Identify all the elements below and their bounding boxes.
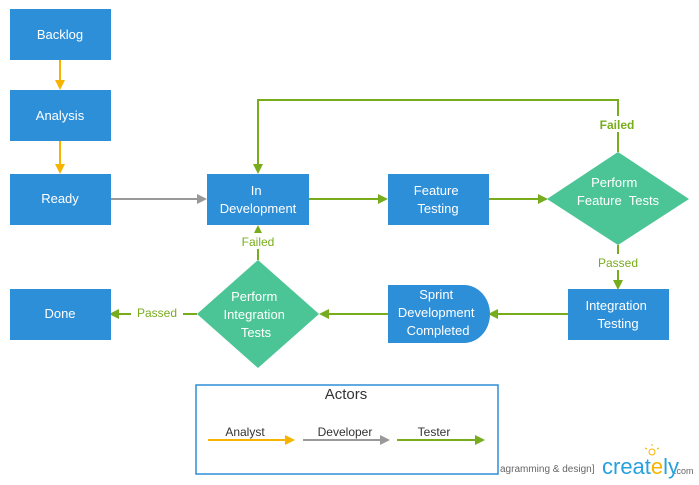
legend-title: Actors [325, 386, 368, 403]
node-feature-testing-label: Feature Testing [414, 183, 462, 216]
node-perform-feature-tests-line-1: Perform [591, 175, 637, 190]
node-in-development-label: In Development [220, 183, 297, 216]
node-sprint-development-completed: Sprint Development Completed [388, 285, 490, 343]
legend-analyst-label: Analyst [225, 425, 265, 439]
watermark-brand: creately [602, 454, 679, 479]
node-perform-integration-line-1: Perform [231, 289, 277, 304]
node-perform-feature-tests: Perform Feature Tests [547, 152, 689, 245]
node-in-development-line-1: In [251, 183, 262, 198]
node-perform-integration-line-3: Tests [241, 325, 272, 340]
watermark-brand-e: e [651, 454, 663, 479]
edge-failed-feature-loop [253, 99, 619, 174]
node-sprint-line-1: Sprint [419, 287, 453, 302]
creately-watermark: agramming & design] creately .com [500, 444, 694, 479]
node-done-label: Done [44, 306, 75, 321]
lightbulb-icon [644, 444, 660, 456]
legend-developer-label: Developer [318, 425, 373, 439]
node-perform-feature-tests-label: Perform Feature Tests [577, 175, 660, 208]
node-in-development: In Development [207, 174, 309, 225]
node-analysis: Analysis [10, 90, 111, 141]
node-ready-label: Ready [41, 191, 79, 206]
node-sprint-line-3: Completed [407, 323, 470, 338]
legend-actors: Actors Analyst Developer Tester [195, 384, 499, 475]
edge-label-passed-integration: Passed [137, 306, 177, 320]
node-done: Done [10, 289, 111, 340]
node-feature-testing-line-1: Feature [414, 183, 459, 198]
node-backlog-label: Backlog [37, 27, 83, 42]
node-integration-testing-label: Integration Testing [585, 298, 650, 331]
watermark-domain: .com [674, 466, 694, 476]
node-analysis-label: Analysis [36, 108, 85, 123]
watermark-brand-suffix: ly [663, 454, 679, 479]
legend-tester-label: Tester [418, 425, 451, 439]
node-feature-testing-line-2: Testing [417, 201, 458, 216]
node-perform-integration-line-2: Integration [223, 307, 284, 322]
node-integration-testing: Integration Testing [568, 289, 669, 340]
watermark-tagline: agramming & design] [500, 464, 595, 475]
edge-label-failed-integration: Failed [242, 235, 275, 249]
edge-label-failed-feature: Failed [600, 118, 635, 132]
edge-label-passed-feature: Passed [598, 256, 638, 270]
node-integration-testing-line-2: Testing [597, 316, 638, 331]
watermark-brand-prefix: creat [602, 454, 651, 479]
node-integration-testing-line-1: Integration [585, 298, 646, 313]
node-feature-testing: Feature Testing [388, 174, 489, 225]
node-backlog: Backlog [10, 9, 111, 60]
node-sprint-line-2: Development [398, 305, 475, 320]
node-perform-feature-tests-line-2: Feature Tests [577, 193, 660, 208]
node-in-development-line-2: Development [220, 201, 297, 216]
node-perform-integration-tests: Perform Integration Tests [197, 260, 319, 368]
node-ready: Ready [10, 174, 111, 225]
node-perform-integration-tests-label: Perform Integration Tests [223, 289, 288, 340]
node-sprint-development-completed-label: Sprint Development Completed [398, 287, 478, 338]
